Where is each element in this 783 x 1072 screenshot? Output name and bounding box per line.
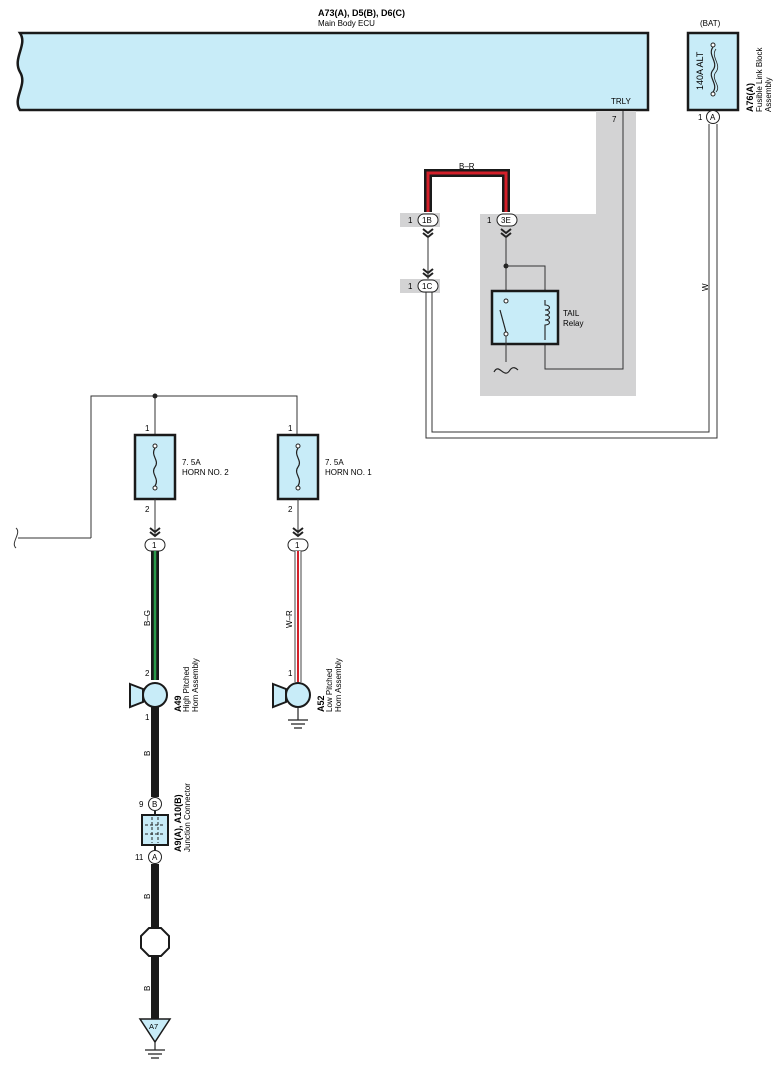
- fuse-horn2-name: HORN NO. 2: [182, 468, 229, 477]
- horn-a52-body: [285, 682, 311, 708]
- fuse-horn-no2: 1 7. 5A HORN NO. 2 2: [133, 424, 229, 514]
- ecu-trly-wire: [544, 111, 624, 370]
- ecu-pin-number: 7: [612, 115, 617, 124]
- high-horn-pin-top: 2: [145, 669, 150, 678]
- horn-a49-icon: [129, 682, 144, 709]
- fuse-horn2-icon: [152, 447, 158, 487]
- wire-b-mid-label: B: [143, 894, 152, 899]
- fuse-horn2-pin-bot: 2: [145, 505, 150, 514]
- low-horn-name-line2: Horn Assembly: [334, 658, 343, 712]
- low-horn-connector: A52: [316, 695, 326, 712]
- horn1-inline-pin: 1: [295, 541, 300, 550]
- horn-a52-icon: [272, 682, 287, 709]
- high-horn-pin-bot: 1: [145, 713, 150, 722]
- bat-name-line1: Fusible Link Block: [755, 47, 764, 112]
- ecu-connectors-label: A73(A), D5(B), D6(C): [318, 8, 405, 18]
- pin-3e-number: 1: [487, 216, 492, 225]
- fuse-chevrons: [149, 527, 304, 538]
- wire-b-r-label: B–R: [459, 162, 475, 171]
- junction-box: [141, 814, 169, 846]
- ecu-trly-pin-label: TRLY: [611, 97, 632, 106]
- high-pitched-horn: 2 1 A49 High Pitched Horn Assembly: [129, 658, 200, 722]
- fusible-link-block: (BAT) 140A ALT A76(A) Fusible Link Block…: [686, 19, 773, 124]
- relay-switch-icon: [499, 309, 507, 333]
- connector-1c: [417, 279, 439, 293]
- fuse-horn2-rating: 7. 5A: [182, 458, 201, 467]
- connector-1c-label: 1C: [422, 282, 432, 291]
- pin-1c-number: 1: [408, 282, 413, 291]
- relay-box: [490, 289, 560, 346]
- high-horn-connector: A49: [173, 695, 183, 712]
- junction-pin-b-letter: B: [152, 800, 157, 809]
- bat-pin-number: 1: [698, 113, 703, 122]
- ecu-name-label: Main Body ECU: [318, 19, 375, 28]
- connector-3e-label: 3E: [501, 216, 511, 225]
- junction-pin-a-letter: A: [152, 853, 158, 862]
- wire-b-ground-label: B: [143, 986, 152, 991]
- relay-coil-icon: [544, 300, 551, 340]
- connector-3e: [496, 213, 518, 227]
- junction-dashes: [145, 817, 165, 843]
- wire-b-top-label: B: [143, 751, 152, 756]
- junction-name: Junction Connector: [183, 783, 192, 852]
- fuse-horn2-pin-top: 1: [145, 424, 150, 433]
- low-horn-name-line1: Low Pitched: [325, 668, 334, 712]
- high-horn-name-line2: Horn Assembly: [191, 658, 200, 712]
- splice-octagon: [140, 927, 170, 957]
- low-horn-ground-icon: [288, 707, 308, 729]
- connector-1b: [417, 213, 439, 227]
- relay-name-line1: TAIL: [563, 309, 580, 318]
- fuse-horn-no1: 1 7. 5A HORN NO. 1 2: [276, 424, 372, 514]
- wire-w: [425, 124, 718, 439]
- connector-1b-label: 1B: [422, 216, 432, 225]
- bat-name-line2: Assembly: [764, 77, 773, 112]
- ground-label: A7: [149, 1022, 158, 1031]
- relay-tilde-icon: [493, 367, 519, 374]
- high-horn-name-line1: High Pitched: [182, 667, 191, 712]
- ecu-box: [16, 31, 650, 112]
- bat-pin-a: [706, 110, 720, 124]
- low-horn-pin-top: 1: [288, 669, 293, 678]
- bus-break-left: [13, 527, 91, 549]
- junction-connector-label: A9(A), A10(B): [173, 794, 183, 852]
- bat-connector-label: A76(A): [745, 83, 755, 112]
- wire-b-g-label: B–G: [143, 610, 152, 626]
- horn-power-bus: [90, 395, 298, 538]
- junction-pin-a: [148, 850, 162, 864]
- fuse-horn1-pin-bot: 2: [288, 505, 293, 514]
- main-body-ecu: A73(A), D5(B), D6(C) Main Body ECU TRLY: [16, 8, 650, 112]
- fuse-horn1-rating: 7. 5A: [325, 458, 344, 467]
- fusible-link-rating: 140A ALT: [695, 51, 705, 90]
- bat-pin-a-letter: A: [710, 113, 716, 122]
- ecu-internal-shade: [480, 111, 636, 396]
- wire-w-r-label: W–R: [285, 610, 294, 628]
- bus-junction-dot: [152, 393, 158, 399]
- fuse-horn1-pin-top: 1: [288, 424, 293, 433]
- ground-triangle: [138, 1018, 172, 1044]
- relay-name-line2: Relay: [563, 319, 583, 328]
- junction-pin-bot: 11: [135, 853, 144, 862]
- wire-w-label: W: [701, 283, 710, 291]
- horn-a49-body: [142, 682, 168, 708]
- bat-label: (BAT): [700, 19, 721, 28]
- wire-b-r: [424, 169, 510, 212]
- pin-1b-number: 1: [408, 216, 413, 225]
- junction-pin-b: [148, 797, 162, 811]
- ground-symbol-icon: [145, 1042, 165, 1059]
- tail-relay: TAIL Relay: [490, 237, 583, 374]
- fuse-horn1-name: HORN NO. 1: [325, 468, 372, 477]
- fuse-horn1-icon: [295, 447, 301, 487]
- junction-connector: 9 B 11 A A9(A), A10(B) Junction Connecto…: [135, 783, 192, 864]
- junction-pin-top: 9: [139, 800, 144, 809]
- fusible-link-icon: [710, 46, 716, 93]
- horn2-inline-pin: 1: [152, 541, 157, 550]
- low-pitched-horn: 1 A52 Low Pitched Horn Assembly: [272, 658, 343, 729]
- ground-a7: A7: [138, 1018, 172, 1059]
